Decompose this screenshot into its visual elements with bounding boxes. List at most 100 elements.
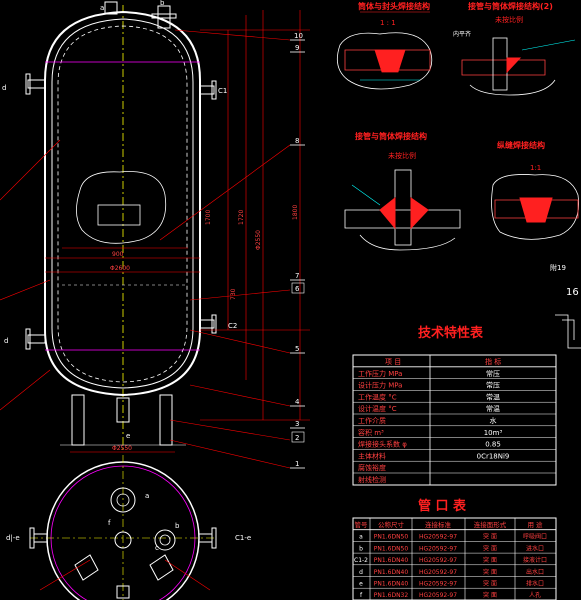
nozzle-table-cell: HG20592-97 (419, 534, 457, 541)
plan-label-c: c (155, 544, 159, 552)
dim-label-1: 1700 (205, 210, 212, 225)
nozzle-table-cell: 突 面 (483, 533, 497, 541)
nozzle-table-cell: 接液计口 (523, 556, 547, 564)
tech-row-value: 常温 (486, 404, 500, 413)
plan-label-right: C1-e (235, 534, 251, 542)
plan-label-f: f (108, 519, 111, 527)
leader-3 (169, 419, 291, 441)
nozzle-right-c1 (199, 85, 215, 95)
nozzle-header-cell: 管号 (355, 520, 369, 529)
callout-9: 9 (290, 44, 305, 53)
leader-5 (189, 329, 291, 354)
leader-left-1 (0, 139, 61, 201)
weld-a-bead (374, 49, 406, 73)
dim-label-5: 730 (230, 288, 237, 300)
tech-row-label: 设计温度 °C (358, 404, 397, 413)
leader-4 (189, 384, 291, 407)
tech-row-label: 焊接接头系数 φ (358, 440, 407, 449)
tech-row-label: 主体材料 (358, 451, 386, 460)
svg-text:8: 8 (295, 137, 299, 145)
nozzle-header-cell: 用 途 (527, 520, 543, 529)
nozzle-right-c1-flange (211, 80, 217, 100)
nozzle-left-upper (27, 79, 46, 89)
vessel-elevation: 1700 1720 Φ2550 1800 730 900 Φ2600 Φ2550… (0, 0, 310, 469)
svg-text:6: 6 (295, 285, 300, 293)
tech-row-label: 工作温度 °C (358, 392, 397, 401)
weld-d-scale: 1:1 (530, 164, 541, 172)
svg-text:3: 3 (295, 420, 299, 428)
nozzle-right-c2 (199, 319, 215, 329)
nozzle-table-cell: 突 面 (483, 591, 497, 599)
nozzle-label-b: b (160, 0, 165, 7)
weld-detail-a: 筒体与封头焊接结构 1 : 1 (336, 1, 433, 90)
weld-b-title: 接管与筒体焊接结构(2) (468, 1, 553, 11)
plan-nozzle-center (114, 531, 132, 549)
weld-detail-c: 接管与筒体焊接结构 未按比例 (344, 131, 461, 251)
nozzle-table-cell: PN1.6DN40 (374, 557, 409, 564)
plan-nozzle-b (154, 529, 176, 551)
tech-row-label: 腐蚀裕度 (358, 463, 386, 472)
plan-support-bottom (116, 585, 130, 599)
plan-nozzle-a (110, 487, 136, 513)
weld-a-scale: 1 : 1 (380, 19, 396, 27)
weld-c-bead-left (379, 196, 396, 230)
nozzle-table-cell: PN1.6DN32 (374, 592, 409, 599)
nozzle-table-title: 管 口 表 (418, 498, 467, 514)
nozzle-table-cell: HG20592-97 (419, 569, 457, 576)
nozzle-left-lower-flange (25, 328, 31, 350)
plan-label-a: a (145, 492, 149, 500)
tech-row-value: 常压 (486, 369, 500, 378)
nozzle-table-cell: HG20592-97 (419, 581, 457, 588)
callout-1: 1 (290, 460, 305, 469)
nozzle-table-cell: HG20592-97 (419, 545, 457, 552)
nozzle-label-c1: C1 (218, 87, 227, 95)
shell-outer (44, 10, 201, 397)
tech-row-value: 水 (490, 416, 497, 425)
callout-2: 2 (291, 431, 305, 443)
note-bracket (555, 314, 581, 349)
nozzle-table-cell: 进水口 (526, 544, 544, 552)
nozzle-table-cell: 突 面 (483, 580, 497, 588)
tech-row-label: 工作压力 MPa (358, 369, 402, 378)
nozzle-table-cell: e (359, 581, 363, 588)
tech-table-title: 技术特性表 (418, 325, 484, 341)
nozzle-label-d2: d (4, 337, 8, 345)
manhole-plate (97, 204, 141, 226)
nozzle-table-cell: d (359, 569, 363, 576)
weld-d-title: 纵缝焊接结构 (497, 140, 545, 150)
leader-8 (159, 144, 291, 241)
nozzle-left-lower (27, 334, 46, 344)
tech-row-label: 容积 m³ (358, 428, 384, 437)
leader-1 (169, 439, 291, 469)
nozzle-table-cell: a (359, 534, 363, 541)
dim-label-3: Φ2550 (255, 230, 262, 250)
shell-inner (51, 18, 194, 389)
weld-b-sub: 未按比例 (495, 15, 523, 24)
tech-row-value: 0.85 (485, 441, 501, 449)
tech-row-value: 常压 (486, 381, 500, 390)
nozzle-table-cell: b (359, 545, 363, 552)
plan-support-right (149, 554, 174, 581)
nozzle-table-cell: 人孔 (529, 591, 541, 599)
leader-left-3 (0, 369, 51, 411)
plan-leader-1 (39, 559, 91, 591)
svg-text:4: 4 (295, 398, 300, 406)
weld-detail-b: 接管与筒体焊接结构(2) 未按比例 内平齐 (453, 1, 576, 96)
tech-row-label: 工作介质 (358, 416, 386, 425)
svg-text:2: 2 (295, 434, 299, 442)
tech-row-value: 常温 (486, 392, 500, 401)
leader-left-2 (0, 279, 51, 301)
tech-header-value: 指 标 (485, 357, 501, 366)
tech-row-value: 0Cr18Ni9 (477, 452, 510, 460)
svg-text:9: 9 (295, 44, 299, 52)
plan-support-left (74, 554, 99, 581)
callout-8: 8 (290, 137, 305, 146)
plan-label-b: b (175, 522, 180, 530)
svg-text:1: 1 (295, 460, 299, 468)
callout-7: 7 (290, 272, 305, 281)
manhole-outline (76, 171, 167, 244)
tech-row-label: 射线检测 (358, 475, 386, 484)
nozzle-table-cell: 突 面 (483, 568, 497, 576)
weld-c-bead-right (410, 197, 429, 230)
